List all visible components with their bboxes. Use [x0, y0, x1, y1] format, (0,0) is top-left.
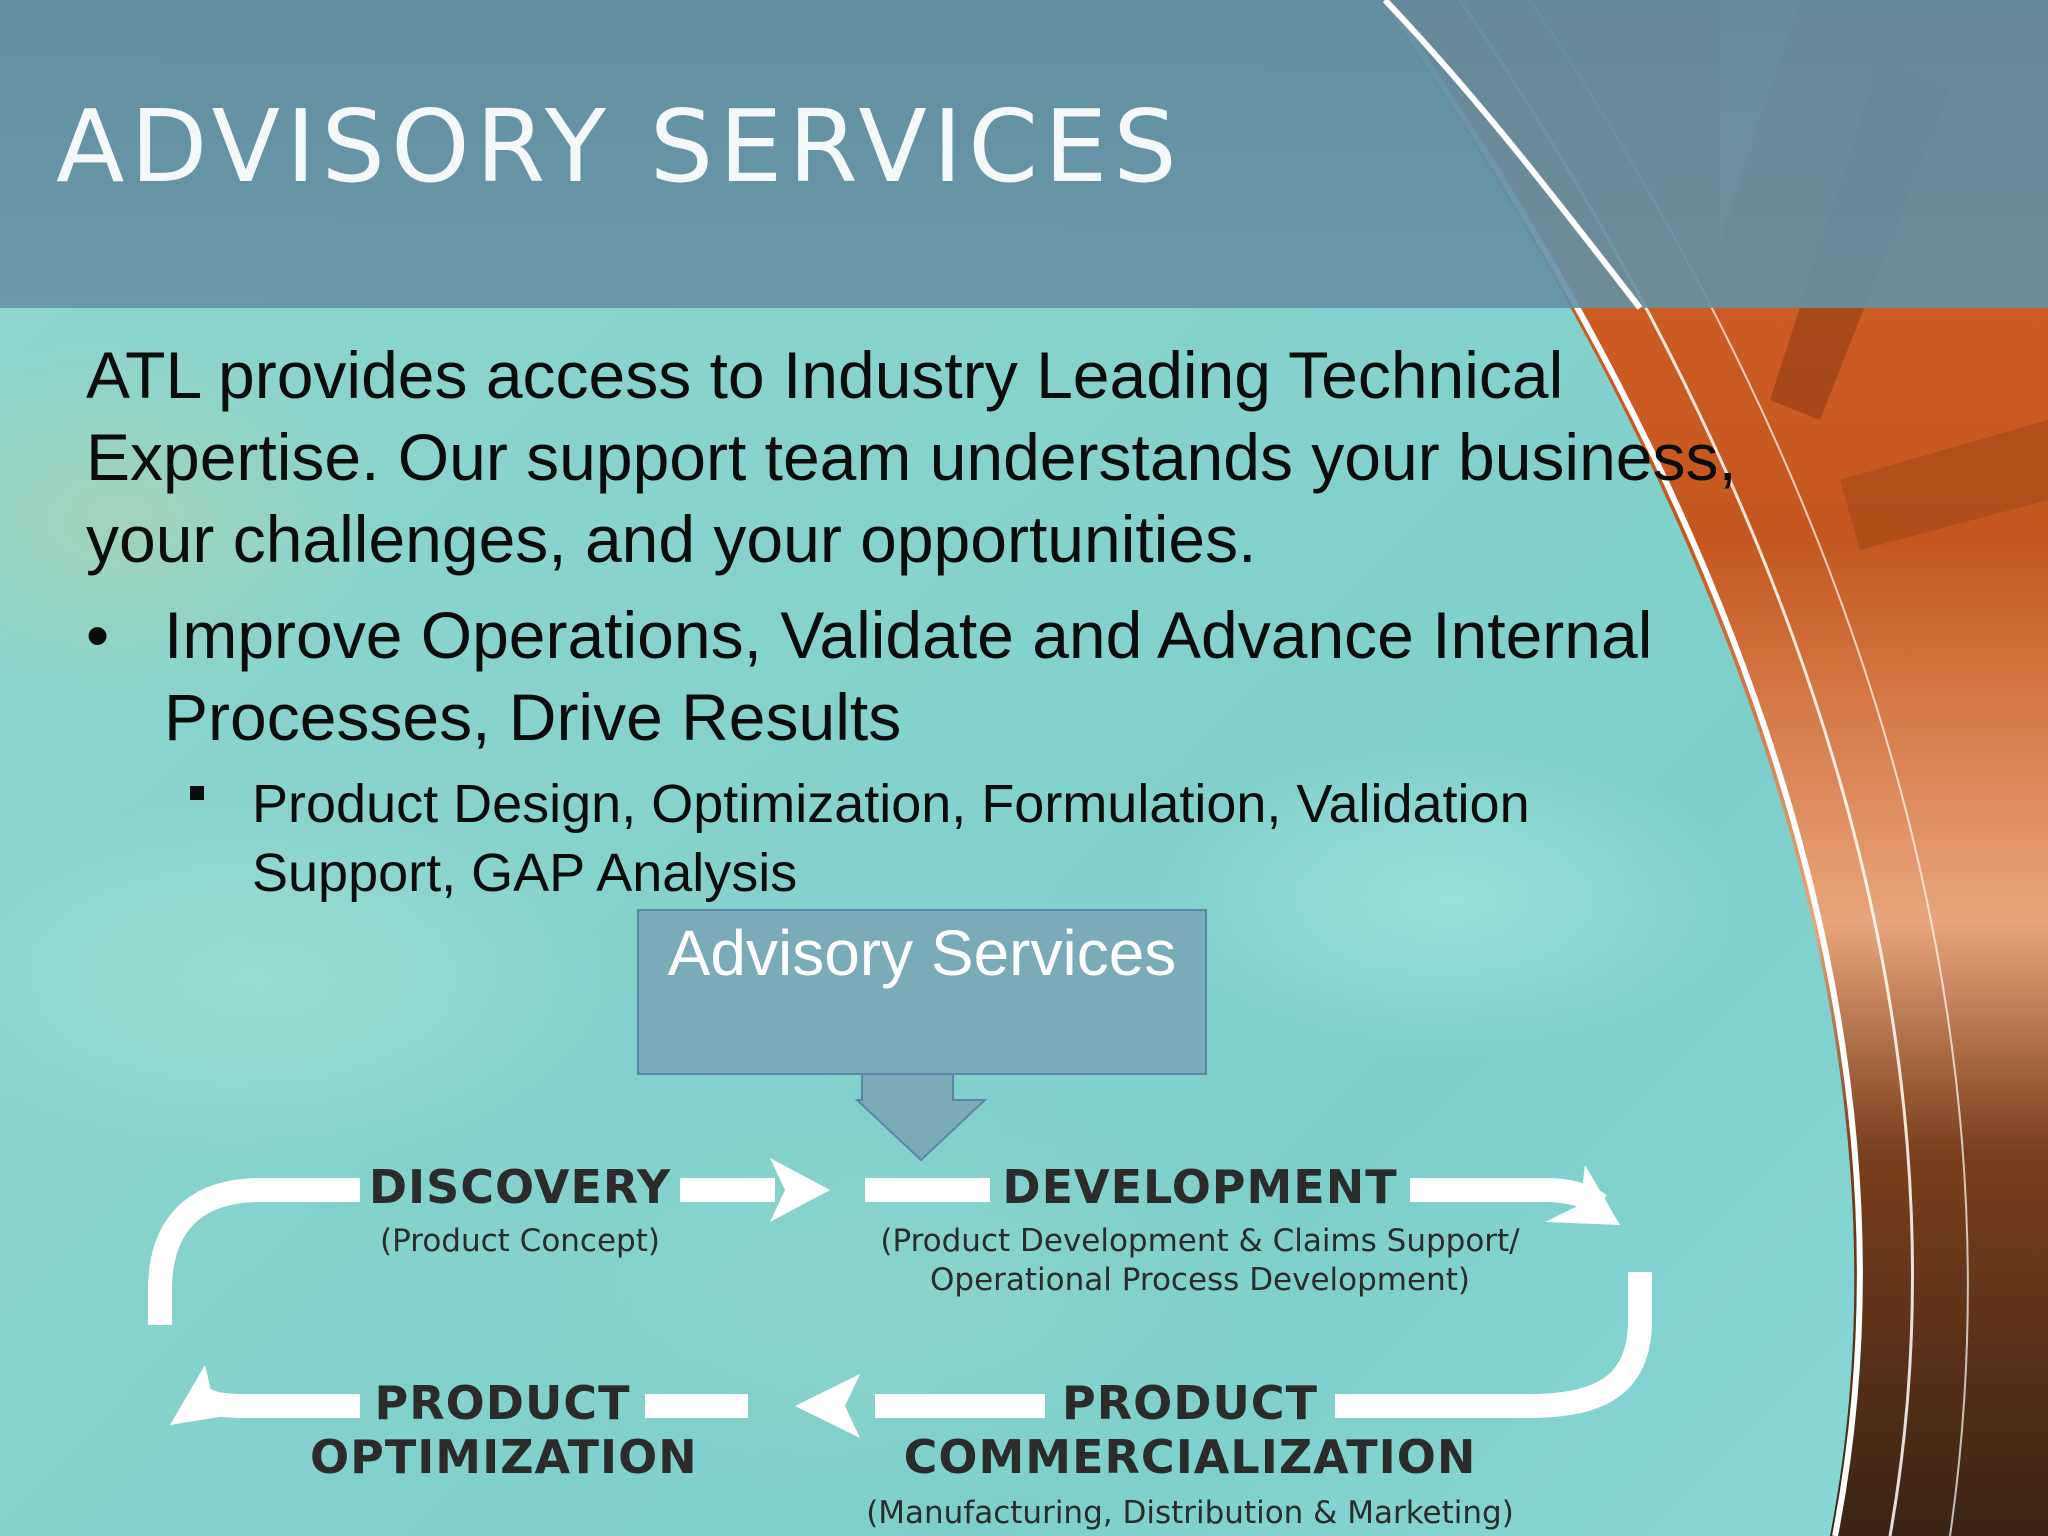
stage-development-subtitle-line1: (Product Development & Claims Support/ [880, 1223, 1520, 1259]
stage-optimization-title-line1: PRODUCT [374, 1376, 631, 1430]
stage-commercialization-title-line1: PRODUCT [1062, 1376, 1318, 1430]
title-band [0, 0, 2048, 308]
callout-label: Advisory Services [667, 917, 1177, 989]
stage-commercialization-subtitle: (Manufacturing, Distribution & Marketing… [866, 1495, 1514, 1531]
stage-commercialization-title-line2: COMMERCIALIZATION [903, 1430, 1477, 1484]
bullet-marker: • [86, 598, 110, 672]
stage-discovery-title: DISCOVERY [368, 1160, 672, 1214]
sub-bullet-text: Product Design, Optimization, Formulatio… [252, 774, 1530, 903]
square-bullet-icon [190, 786, 204, 800]
stage-optimization-title-line2: OPTIMIZATION [310, 1430, 698, 1484]
intro-paragraph: ATL provides access to Industry Leading … [86, 338, 1737, 576]
slide-title: ADVISORY SERVICES [56, 88, 1183, 205]
bullet-text: Improve Operations, Validate and Advance… [164, 598, 1653, 754]
stage-development-subtitle-line2: Operational Process Development) [930, 1262, 1470, 1298]
stage-discovery-subtitle: (Product Concept) [380, 1223, 660, 1259]
stage-development-title: DEVELOPMENT [1002, 1160, 1398, 1214]
